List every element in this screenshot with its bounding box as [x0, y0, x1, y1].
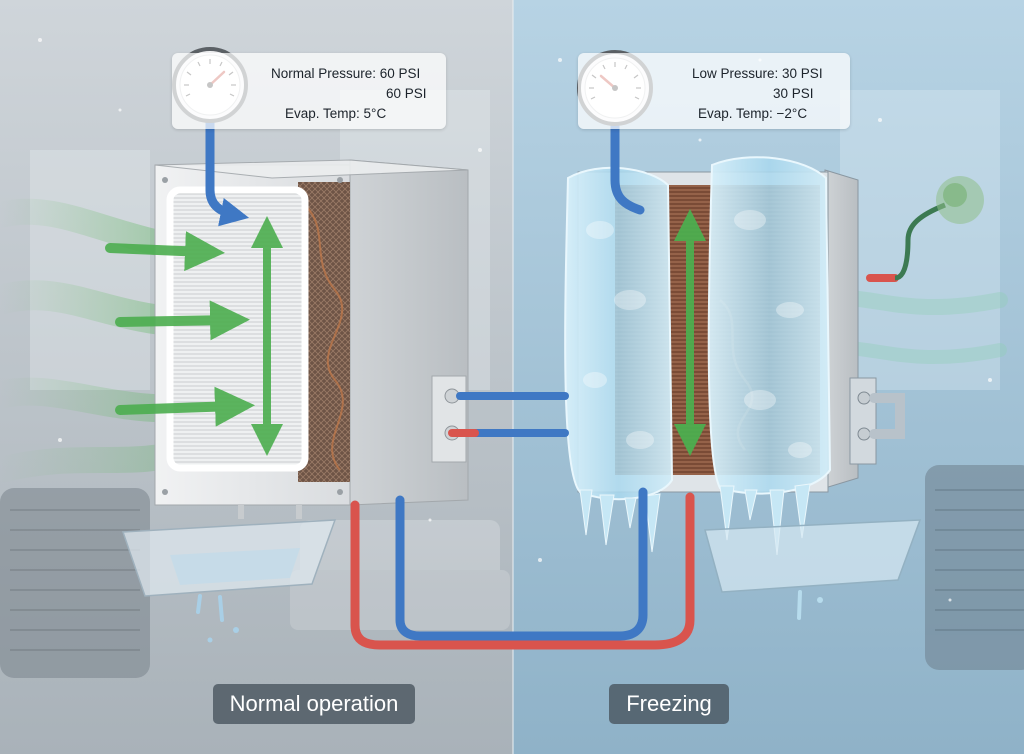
freezing-pressure-label: Low Pressure: 30 PSI — [692, 66, 823, 81]
refrigerant-pipes — [205, 95, 695, 650]
suction-line-left — [205, 95, 250, 227]
normal-evaporator-unit — [154, 159, 469, 519]
normal-evap-temp-label: Evap. Temp: 5°C — [285, 106, 387, 121]
freezing-caption: Freezing — [609, 684, 729, 724]
freezing-pressure-repeat: 30 PSI — [773, 86, 814, 101]
freezing-readout-panel — [578, 53, 850, 129]
ice-buildup — [564, 156, 832, 556]
normal-drain-pan — [121, 519, 337, 643]
suction-line-right — [610, 105, 645, 215]
normal-pressure-repeat: 60 PSI — [386, 86, 427, 101]
air-filter — [166, 186, 309, 472]
freezing-evap-temp-label: Evap. Temp: −2°C — [698, 106, 808, 121]
normal-readout-panel — [172, 53, 446, 129]
external-line — [866, 176, 984, 282]
normal-operation-caption: Normal operation — [213, 684, 415, 724]
freezing-drain-pan — [704, 519, 922, 620]
normal-pressure-label: Normal Pressure: 60 PSI — [271, 66, 421, 81]
background-condenser-right — [925, 465, 1024, 670]
background-condenser-left — [0, 488, 150, 678]
return-loop — [869, 393, 905, 439]
airflow-arrows — [105, 231, 255, 427]
